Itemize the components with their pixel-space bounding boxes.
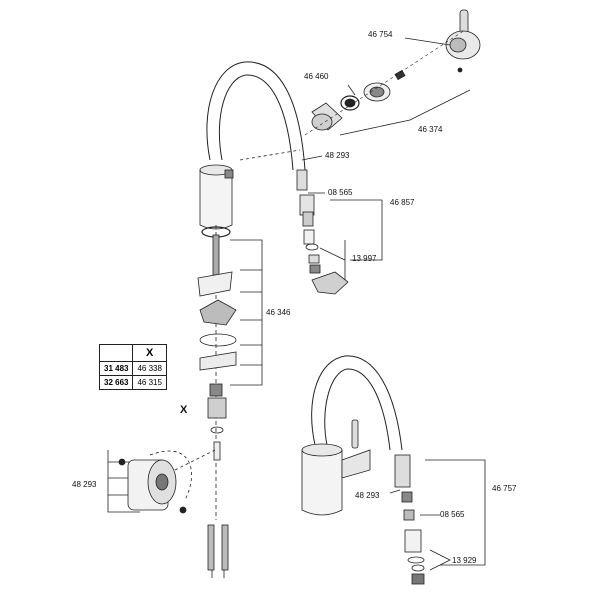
table-cell: 31 483 <box>98 361 134 376</box>
mounting-parts <box>197 225 263 578</box>
bottom-faucet <box>301 355 486 585</box>
table-header-row: X <box>98 344 167 362</box>
part-label-13997: 13 997 <box>352 254 377 263</box>
part-label-13929: 13 929 <box>452 556 477 565</box>
table-row: 31 483 46 338 <box>98 361 167 376</box>
part-label-46757: 46 757 <box>492 484 517 493</box>
leader-lines-top <box>301 37 451 280</box>
x-marker: X <box>180 404 188 416</box>
table-row: 32 663 46 315 <box>98 375 167 390</box>
part-label-48293-left: 48 293 <box>72 480 97 489</box>
part-label-48293-top: 48 293 <box>325 151 350 160</box>
part-label-46346: 46 346 <box>266 308 291 317</box>
handle-cartridge-assembly <box>304 9 481 136</box>
part-label-46374: 46 374 <box>418 125 443 134</box>
table-header-cell: X <box>132 344 167 362</box>
part-label-46857: 46 857 <box>390 198 415 207</box>
part-label-46754: 46 754 <box>368 30 393 39</box>
table-cell: 46 338 <box>132 361 167 376</box>
table-cell: 32 663 <box>98 375 134 390</box>
variant-reference-table: X 31 483 46 338 32 663 46 315 <box>98 344 167 390</box>
wall-bracket <box>107 449 216 514</box>
part-label-08565-bottom: 08 565 <box>440 510 465 519</box>
part-label-46460: 46 460 <box>304 72 329 81</box>
part-label-08565-top: 08 565 <box>328 188 353 197</box>
part-label-48293-bottom: 48 293 <box>355 491 380 500</box>
table-header-cell <box>98 344 134 362</box>
top-faucet <box>199 61 308 230</box>
table-cell: 46 315 <box>132 375 167 390</box>
spray-head-parts-top <box>299 194 349 295</box>
